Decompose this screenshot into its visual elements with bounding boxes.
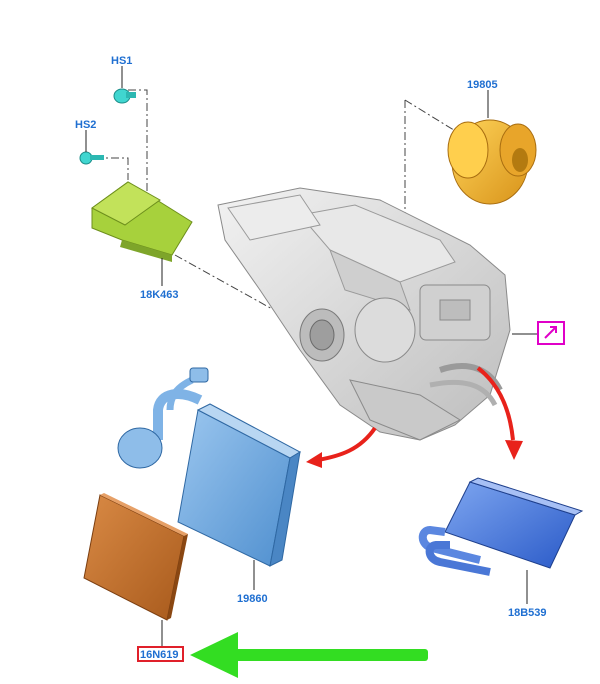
label-cabin-filter: 16N619 — [140, 649, 179, 661]
green-arrow — [190, 632, 428, 678]
label-blower-motor: 19805 — [467, 79, 498, 91]
magenta-connector-icon — [512, 321, 565, 345]
hvac-housing — [217, 187, 511, 441]
red-arrow-evaporator — [306, 426, 377, 468]
cabin-filter — [83, 493, 188, 621]
red-arrow-heater — [476, 366, 523, 460]
bracket-module — [91, 181, 193, 262]
label-evaporator: 19860 — [237, 593, 268, 605]
blower-motor — [447, 119, 537, 205]
heater-core — [418, 477, 584, 576]
label-bracket: 18K463 — [140, 289, 179, 301]
evaporator — [117, 367, 302, 567]
screw-icon — [79, 151, 104, 165]
screw-icon — [113, 88, 136, 104]
label-hs1: HS1 — [111, 55, 132, 67]
label-hs2: HS2 — [75, 119, 96, 131]
highlight-box — [137, 646, 184, 662]
label-heater-core: 18B539 — [508, 607, 547, 619]
leader-lines — [85, 66, 528, 646]
